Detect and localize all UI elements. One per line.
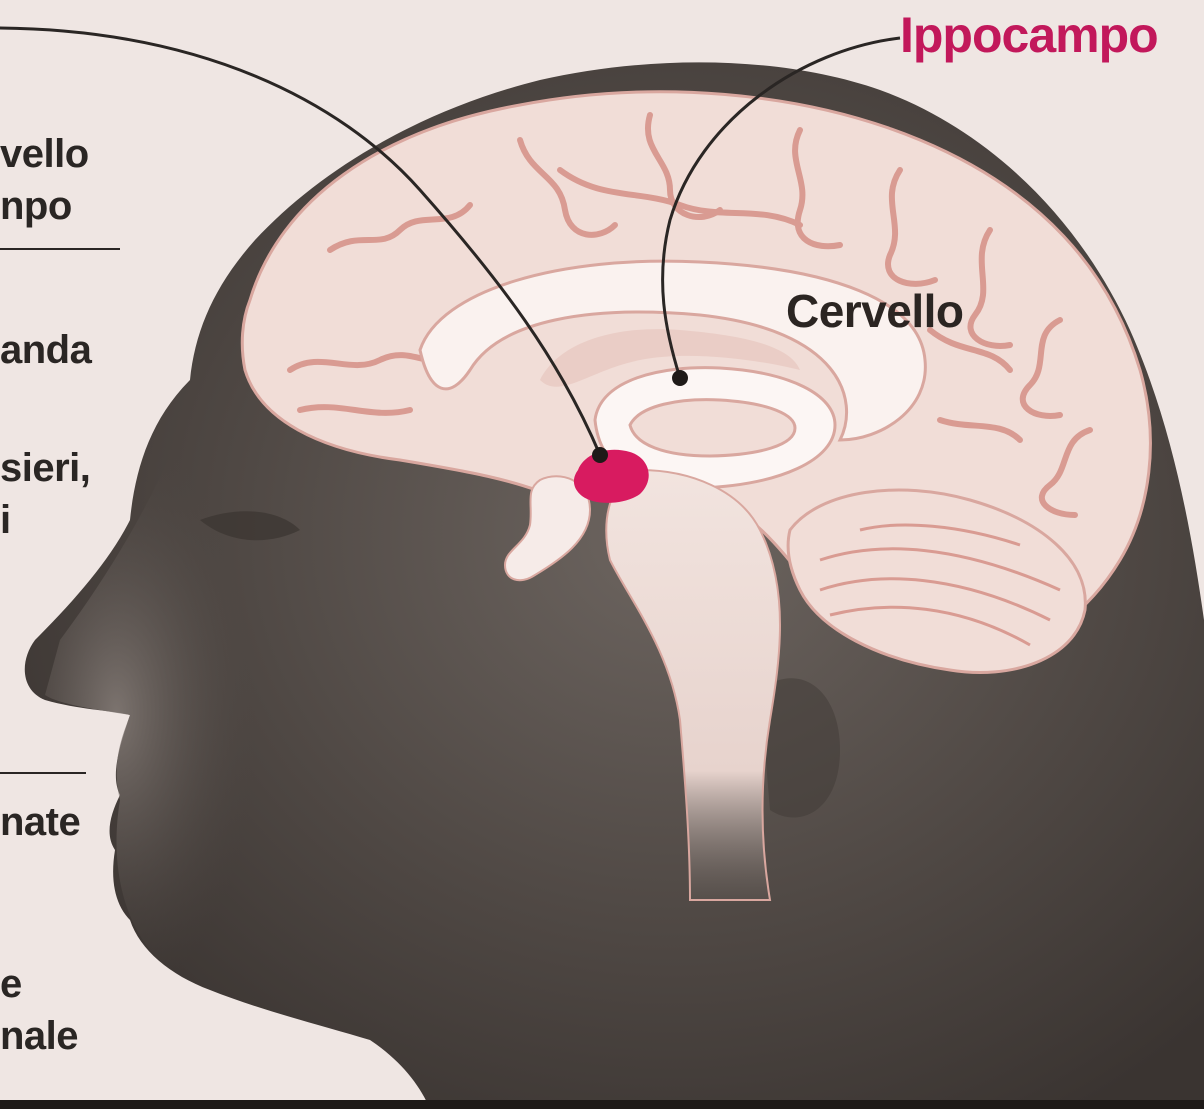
side-text-line-1: vello [0,128,89,180]
side-text-line-7: e [0,958,22,1010]
brain-label: Cervello [786,284,964,338]
bottom-border [0,1100,1204,1109]
hippocampus-label: Ippocampo [900,6,1158,64]
divider-2 [0,772,86,774]
side-text-line-2: npo [0,180,72,232]
divider-1 [0,248,120,250]
side-text-line-8: nale [0,1010,78,1062]
side-text-line-4: sieri, [0,442,90,494]
side-text-line-3: anda [0,324,91,376]
leader-dot-amygdala [592,447,608,463]
leader-dot-hippocampus [672,370,688,386]
side-text-line-6: nate [0,796,80,848]
side-text-line-5: i [0,494,11,546]
